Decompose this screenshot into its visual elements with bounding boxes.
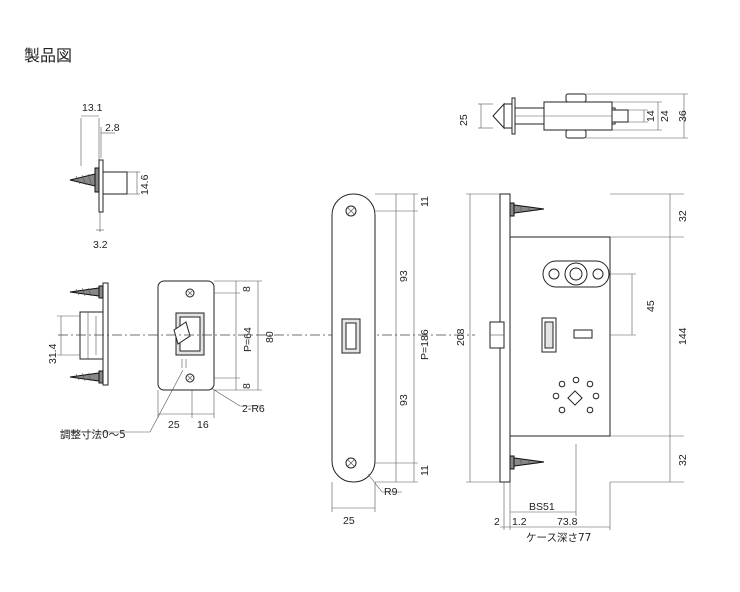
dim-13-1: 13.1 (82, 102, 103, 114)
dim-144: 144 (677, 327, 689, 345)
dim-11-top: 11 (419, 196, 431, 207)
dim-14: 14 (645, 110, 657, 122)
strike-side-view: 13.1 2.8 14.6 3.2 (69, 102, 151, 251)
dim-31-4: 31.4 (47, 343, 59, 364)
dim-p64: P=64 (242, 327, 254, 352)
strike-front-view: 8 P=64 80 8 2-R6 25 16 調整寸法0〜5 (60, 280, 276, 441)
dim-bs51: BS51 (529, 501, 555, 513)
dim-p186: P=186 (419, 329, 431, 360)
dim-r9: R9 (384, 486, 398, 498)
lock-top-view: 25 14 24 36 (458, 93, 689, 139)
dim-14-6: 14.6 (139, 174, 151, 195)
dim-case-depth: ケース深さ77 (526, 532, 591, 544)
strike-section-view: 31.4 (47, 282, 109, 386)
page-title: 製品図 (24, 46, 73, 65)
dim-16: 16 (197, 419, 209, 431)
dim-25-latch: 25 (458, 114, 470, 126)
dim-25-plate: 25 (343, 515, 355, 527)
dim-93-lower: 93 (398, 394, 410, 406)
dim-1-2: 1.2 (512, 516, 527, 528)
dim-2-8: 2.8 (105, 122, 120, 134)
dim-3-2: 3.2 (93, 239, 108, 251)
dim-93-upper: 93 (398, 270, 410, 282)
dim-24: 24 (659, 110, 671, 122)
dim-8-bottom: 8 (241, 383, 253, 389)
dim-2: 2 (494, 516, 500, 528)
dim-36: 36 (677, 110, 689, 122)
dim-8-top: 8 (241, 286, 253, 292)
dim-45: 45 (645, 300, 657, 312)
dim-32-bottom: 32 (677, 454, 689, 466)
dim-32-top: 32 (677, 210, 689, 222)
front-plate-view: 11 93 P=186 93 11 R9 25 (331, 193, 431, 527)
lock-body-view: 208 32 144 32 45 BS51 2 1.2 73.8 ケ (455, 193, 689, 544)
dim-2-r6: 2-R6 (242, 403, 265, 415)
dim-73-8: 73.8 (557, 516, 578, 528)
dim-11-bottom: 11 (419, 465, 431, 476)
dim-25-strike: 25 (168, 419, 180, 431)
dim-80: 80 (264, 331, 276, 343)
dim-208: 208 (455, 328, 467, 346)
adjust-note: 調整寸法0〜5 (60, 428, 126, 441)
